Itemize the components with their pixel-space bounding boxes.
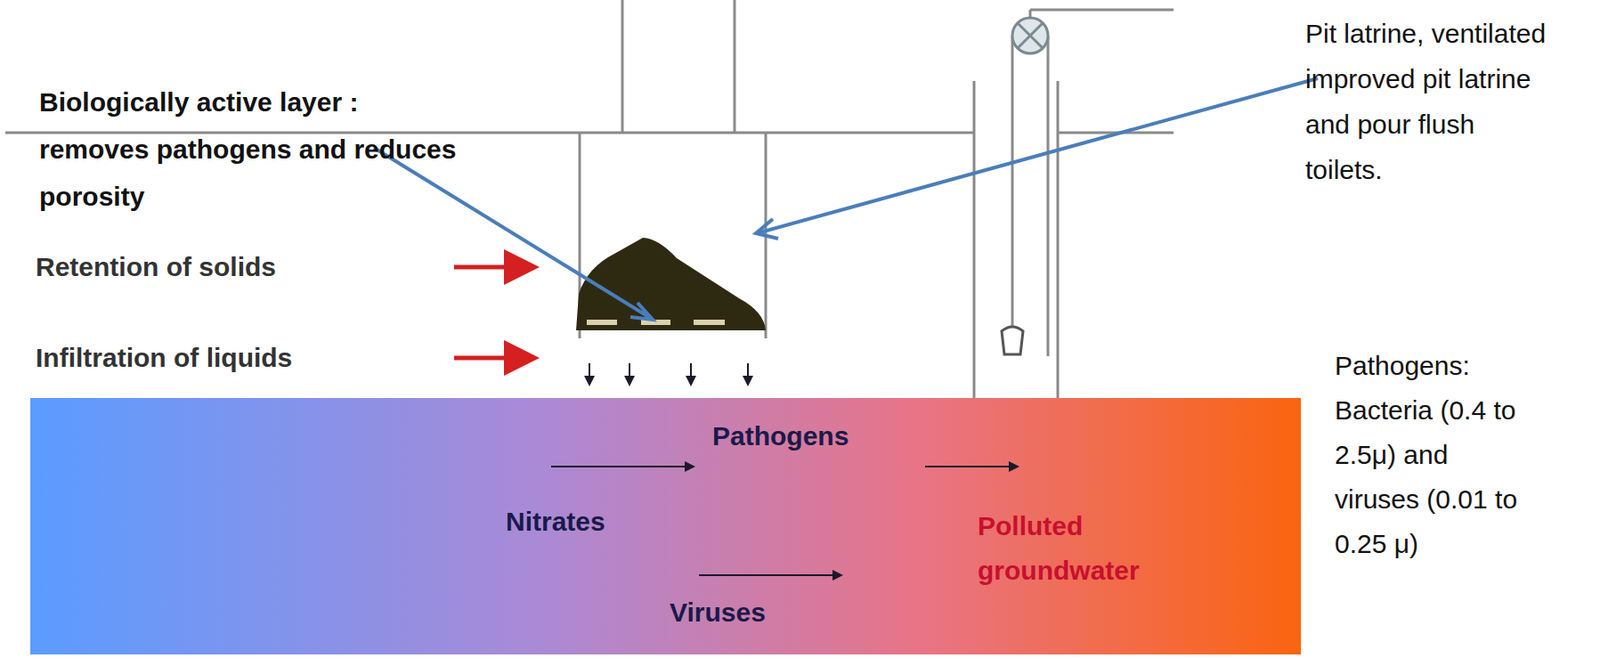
infiltration-arrows: [589, 363, 748, 385]
process-label: Retention of solids: [35, 251, 455, 284]
region-label: Viruses: [669, 596, 766, 629]
groundwater-region: PathogensNitrates Polluted groundwaterVir…: [30, 397, 1301, 655]
process-label: Infiltration of liquids: [35, 341, 455, 374]
sludge-heap: [576, 237, 766, 331]
well: [974, 9, 1174, 398]
leader-arrows: [373, 78, 1318, 320]
region-label: Pathogens: [712, 420, 849, 453]
pulley: [1012, 17, 1048, 54]
red-arrows: [454, 267, 531, 358]
region-label: Polluted groundwater: [977, 503, 1210, 593]
bucket: [1001, 326, 1024, 355]
flow-arrows: [551, 466, 1018, 576]
callout-text: Pit latrine, ventilated improved pit lat…: [1305, 10, 1560, 193]
groundwater-band: [30, 397, 1301, 655]
note-text: Pathogens: Bacteria (0.4 to 2.5μ) and vi…: [1334, 343, 1527, 567]
active-layer: [586, 319, 725, 325]
latrine-structure: [5, 0, 975, 339]
region-label: Nitrates: [505, 505, 606, 538]
callout-text: Biologically active layer : removes path…: [39, 78, 467, 220]
